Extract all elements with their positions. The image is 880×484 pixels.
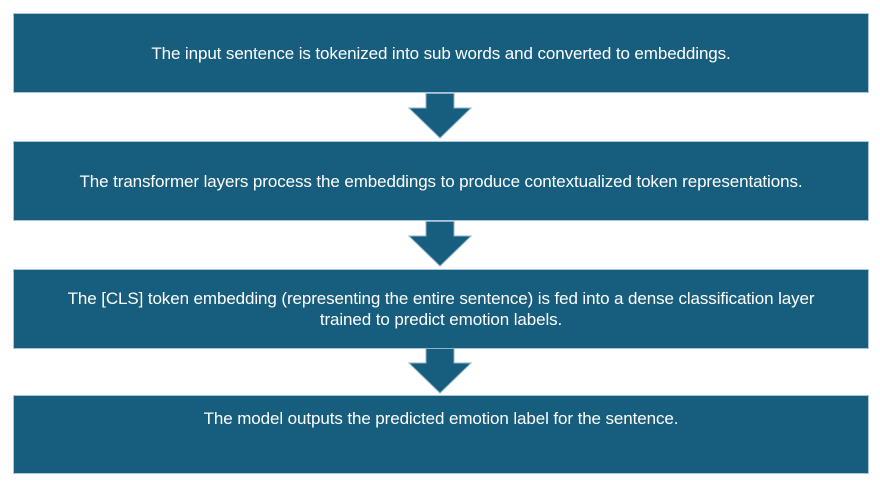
flow-step-4: The model outputs the predicted emotion …: [13, 395, 869, 474]
down-arrow-icon: [408, 348, 472, 394]
flow-step-1-label: The input sentence is tokenized into sub…: [151, 43, 731, 63]
flow-step-2: The transformer layers process the embed…: [13, 141, 869, 221]
flow-step-1: The input sentence is tokenized into sub…: [13, 13, 869, 93]
flow-step-2-label: The transformer layers process the embed…: [79, 171, 803, 191]
flow-step-3: The [CLS] token embedding (representing …: [13, 269, 869, 349]
flow-step-3-label: The [CLS] token embedding (representing …: [67, 289, 815, 329]
down-arrow-icon: [408, 93, 472, 139]
down-arrow-icon: [408, 221, 472, 267]
flow-step-4-label: The model outputs the predicted emotion …: [203, 409, 679, 428]
